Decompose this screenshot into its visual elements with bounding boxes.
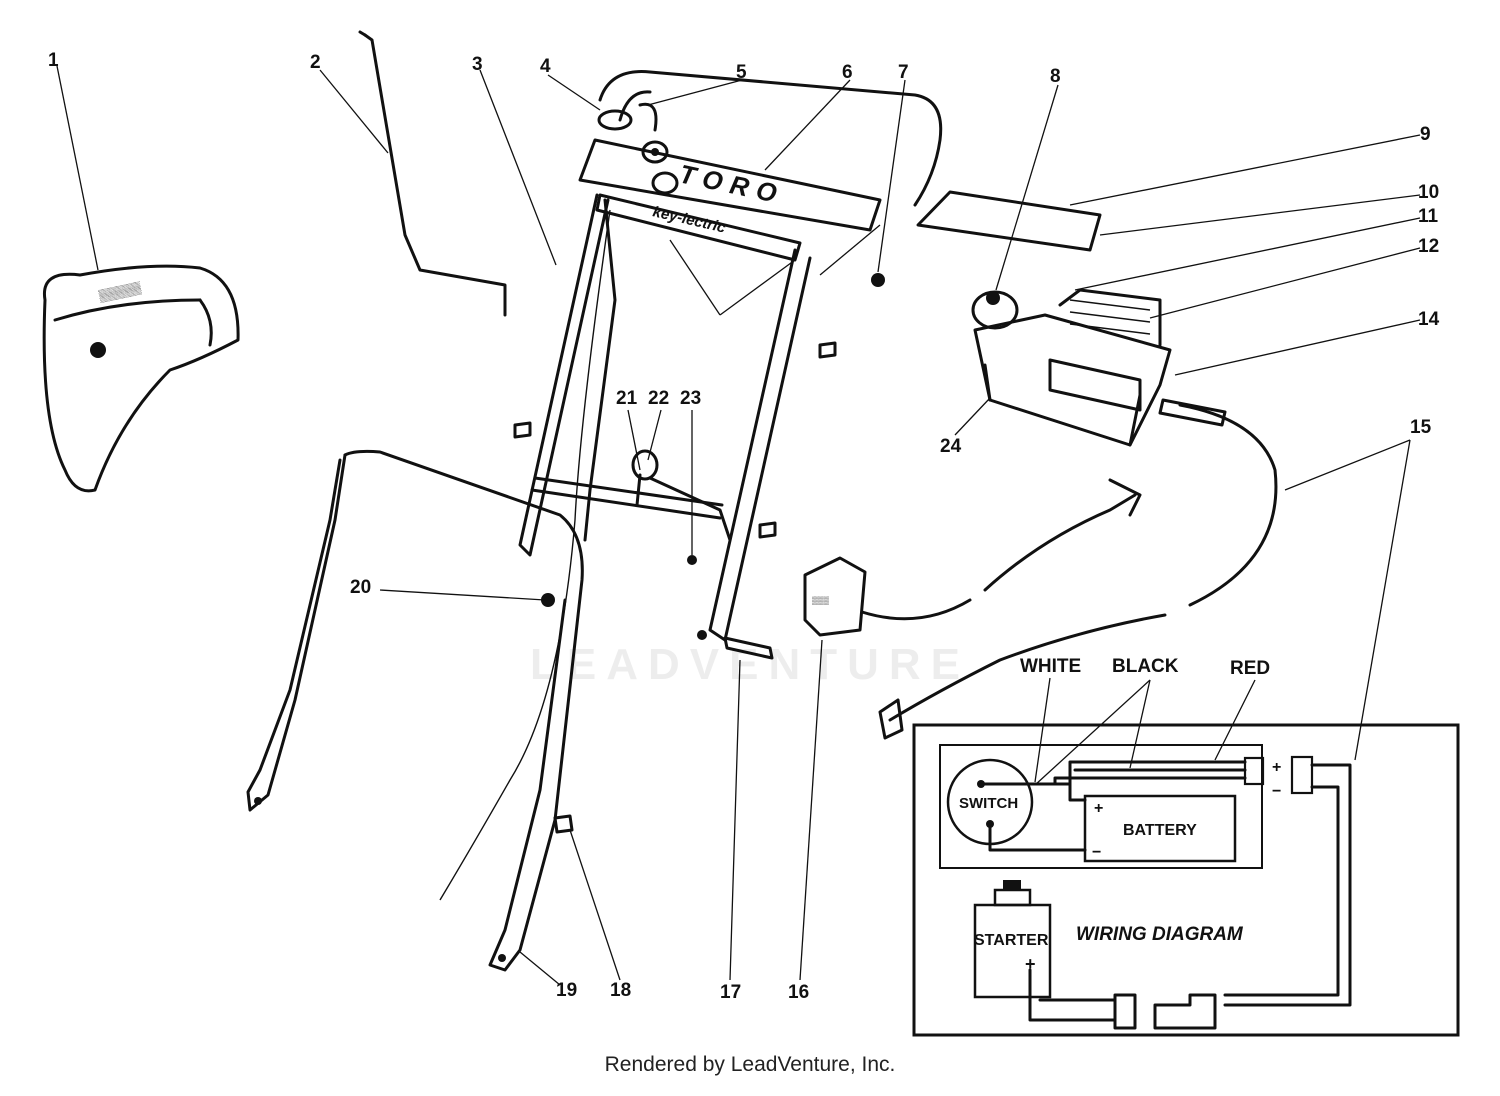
key-switch-part [597, 102, 679, 195]
cover-stamp-text: ▒▒▒▒▒ [98, 280, 143, 303]
callout-5: 5 [736, 62, 747, 83]
bolt-17 [697, 630, 774, 660]
wiring-title: WIRING DIAGRAM [1076, 924, 1244, 945]
callout-7: 7 [898, 62, 909, 83]
callout-11: 11 [1418, 206, 1439, 227]
starter-label: STARTER [974, 932, 1049, 949]
lever-rod-part [358, 30, 507, 317]
callout-17: 17 [720, 982, 741, 1003]
toro-logo: TORO [677, 159, 788, 211]
callout-16: 16 [788, 982, 809, 1003]
callout-6: 6 [842, 62, 853, 83]
lower-handle-part [246, 449, 584, 972]
wire-label-white: WHITE [1020, 656, 1081, 677]
clamp-21-22 [631, 449, 732, 542]
battery-cover-part: ▒▒▒▒▒ [42, 264, 240, 493]
callout-8: 8 [1050, 66, 1061, 87]
key-lectric-badge: key-lectric [651, 203, 728, 236]
wiring-diagram: SWITCH BATTERY + − + − STARTER + WIRING … [912, 656, 1460, 1037]
cable-15 [878, 398, 1278, 740]
leader-lines [56, 65, 1421, 986]
callout-numbers: 1 2 3 4 5 6 7 8 9 10 11 12 14 15 16 17 1… [48, 50, 1440, 1003]
callout-21: 21 [616, 388, 638, 409]
callout-14: 14 [1418, 309, 1440, 330]
callout-22: 22 [648, 388, 669, 409]
wiring-frame [912, 723, 1460, 1037]
plug-minus: − [1272, 783, 1281, 800]
callout-15: 15 [1410, 417, 1432, 438]
battery-box [916, 190, 1172, 447]
battery-minus: − [1092, 844, 1101, 861]
callout-4: 4 [540, 56, 551, 77]
callout-19: 19 [556, 980, 577, 1001]
upper-handle-part [439, 70, 943, 901]
battery-block [1083, 794, 1237, 863]
battery-label: BATTERY [1123, 822, 1197, 839]
switch-label: SWITCH [959, 795, 1018, 812]
callout-10: 10 [1418, 182, 1439, 203]
starter-plus: + [1025, 954, 1036, 974]
callout-20: 20 [350, 577, 371, 598]
plug-plus: + [1272, 759, 1281, 776]
handle-clips [513, 341, 837, 834]
footer-credit: Rendered by LeadVenture, Inc. [604, 1053, 896, 1076]
callout-18: 18 [610, 980, 631, 1001]
wire-label-black: BLACK [1112, 656, 1179, 677]
battery-compartment [939, 744, 1263, 869]
wire-label-red: RED [1230, 658, 1270, 679]
charger-16: ▒▒▒ [803, 478, 1142, 637]
starter-block [973, 903, 1052, 999]
watermark: LEADVENTURE [529, 640, 971, 689]
callout-3: 3 [472, 54, 483, 75]
callout-2: 2 [310, 52, 321, 73]
charger-label-mark: ▒▒▒ [812, 596, 829, 605]
nut-7 [871, 273, 885, 287]
callout-1: 1 [48, 50, 59, 71]
callout-9: 9 [1420, 124, 1431, 145]
callout-23: 23 [680, 388, 701, 409]
battery-plus: + [1094, 800, 1103, 817]
callout-24: 24 [940, 436, 962, 457]
callout-12: 12 [1418, 236, 1439, 257]
